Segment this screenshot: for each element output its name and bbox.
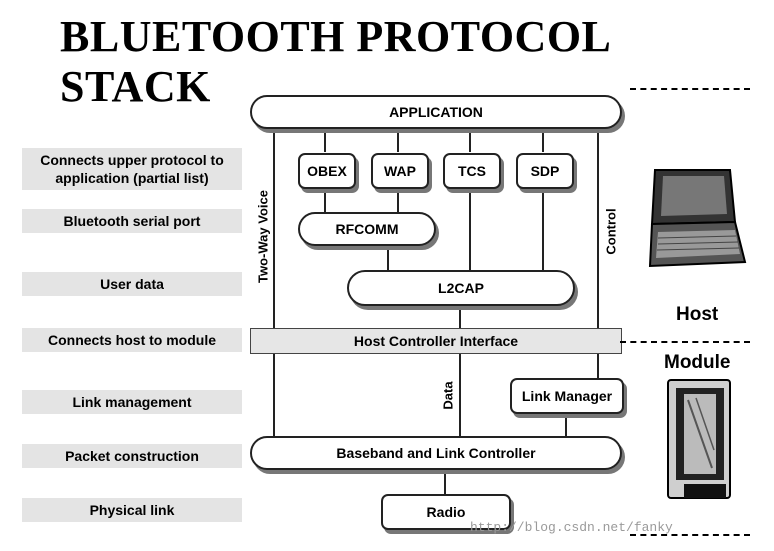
tcs-box: TCS: [443, 153, 501, 189]
title-line-1: BLUETOOTH PROTOCOL: [60, 12, 612, 61]
watermark-text: http://blog.csdn.net/fanky: [470, 520, 673, 535]
link-manager-box: Link Manager: [510, 378, 624, 414]
label-upper-line-1: Connects upper protocol to: [40, 152, 224, 168]
page-title: BLUETOOTH PROTOCOL STACK: [60, 12, 660, 112]
application-box: APPLICATION: [250, 95, 622, 129]
host-label: Host: [676, 304, 719, 325]
label-host-to-module: Connects host to module: [22, 328, 242, 352]
obex-box: OBEX: [298, 153, 356, 189]
hci-box: Host Controller Interface: [250, 328, 622, 354]
top-dashed-line: [630, 88, 750, 90]
label-user-data: User data: [22, 272, 242, 296]
label-link-management: Link management: [22, 390, 242, 414]
label-physical-link: Physical link: [22, 498, 242, 522]
title-line-2: STACK: [60, 62, 211, 111]
module-label: Module: [664, 352, 731, 373]
bottom-dashed-line: [630, 534, 750, 536]
sdp-box: SDP: [516, 153, 574, 189]
baseband-box: Baseband and Link Controller: [250, 436, 622, 470]
label-upper-line-2: application (partial list): [55, 170, 209, 186]
rfcomm-box: RFCOMM: [298, 212, 436, 246]
host-module-dashed-line: [620, 341, 750, 343]
label-upper-protocol: Connects upper protocol to application (…: [22, 148, 242, 190]
wap-box: WAP: [371, 153, 429, 189]
radio-box: Radio: [381, 494, 511, 530]
label-serial-port: Bluetooth serial port: [22, 209, 242, 233]
label-packet-construction: Packet construction: [22, 444, 242, 468]
l2cap-box: L2CAP: [347, 270, 575, 306]
